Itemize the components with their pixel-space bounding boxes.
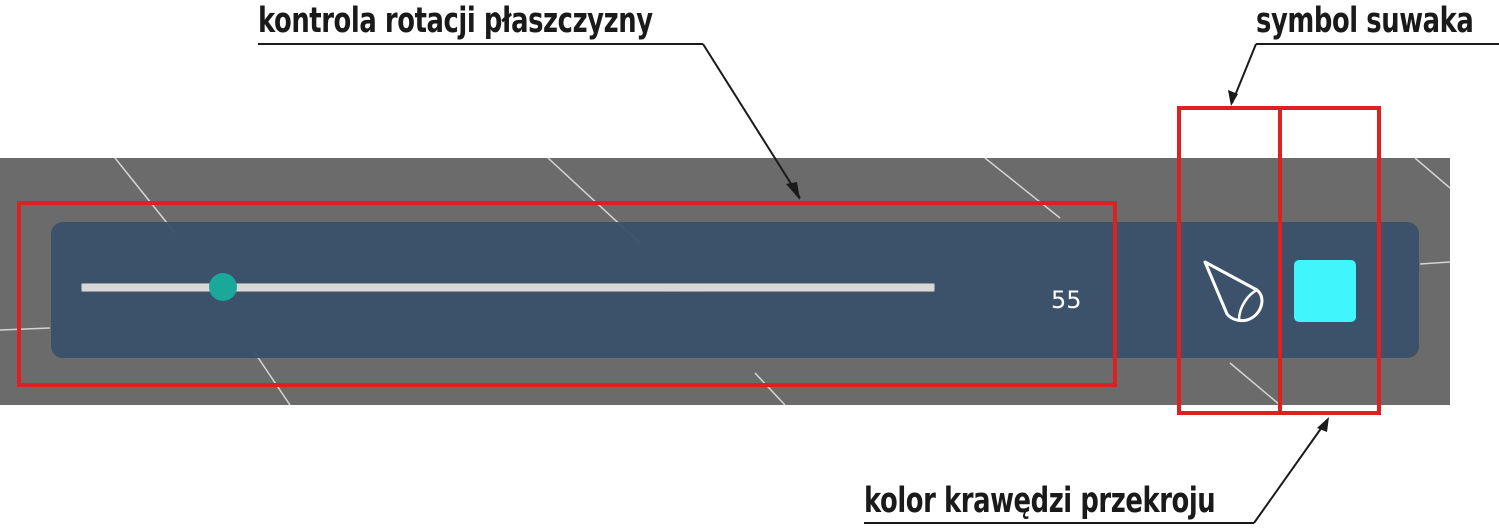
cone-icon[interactable] <box>1201 258 1271 328</box>
rotation-slider-thumb[interactable] <box>209 273 238 301</box>
arrowhead-symbol <box>1228 90 1238 106</box>
edge-color-swatch[interactable] <box>1294 260 1356 322</box>
callout-section-edge-color: kolor krawędzi przekroju <box>864 481 1216 521</box>
rotation-slider-value: 55 <box>1051 286 1082 314</box>
section-plane-panel: 55 <box>51 222 1419 358</box>
leader-symbol <box>1231 43 1257 104</box>
callout-plane-rotation-control: kontrola rotacji płaszczyzny <box>258 1 653 41</box>
3d-viewport[interactable]: 55 <box>0 158 1450 405</box>
callout-slider-symbol: symbol suwaka <box>1256 1 1474 41</box>
arrowhead-color <box>1317 417 1329 432</box>
leader-color <box>1253 419 1328 524</box>
